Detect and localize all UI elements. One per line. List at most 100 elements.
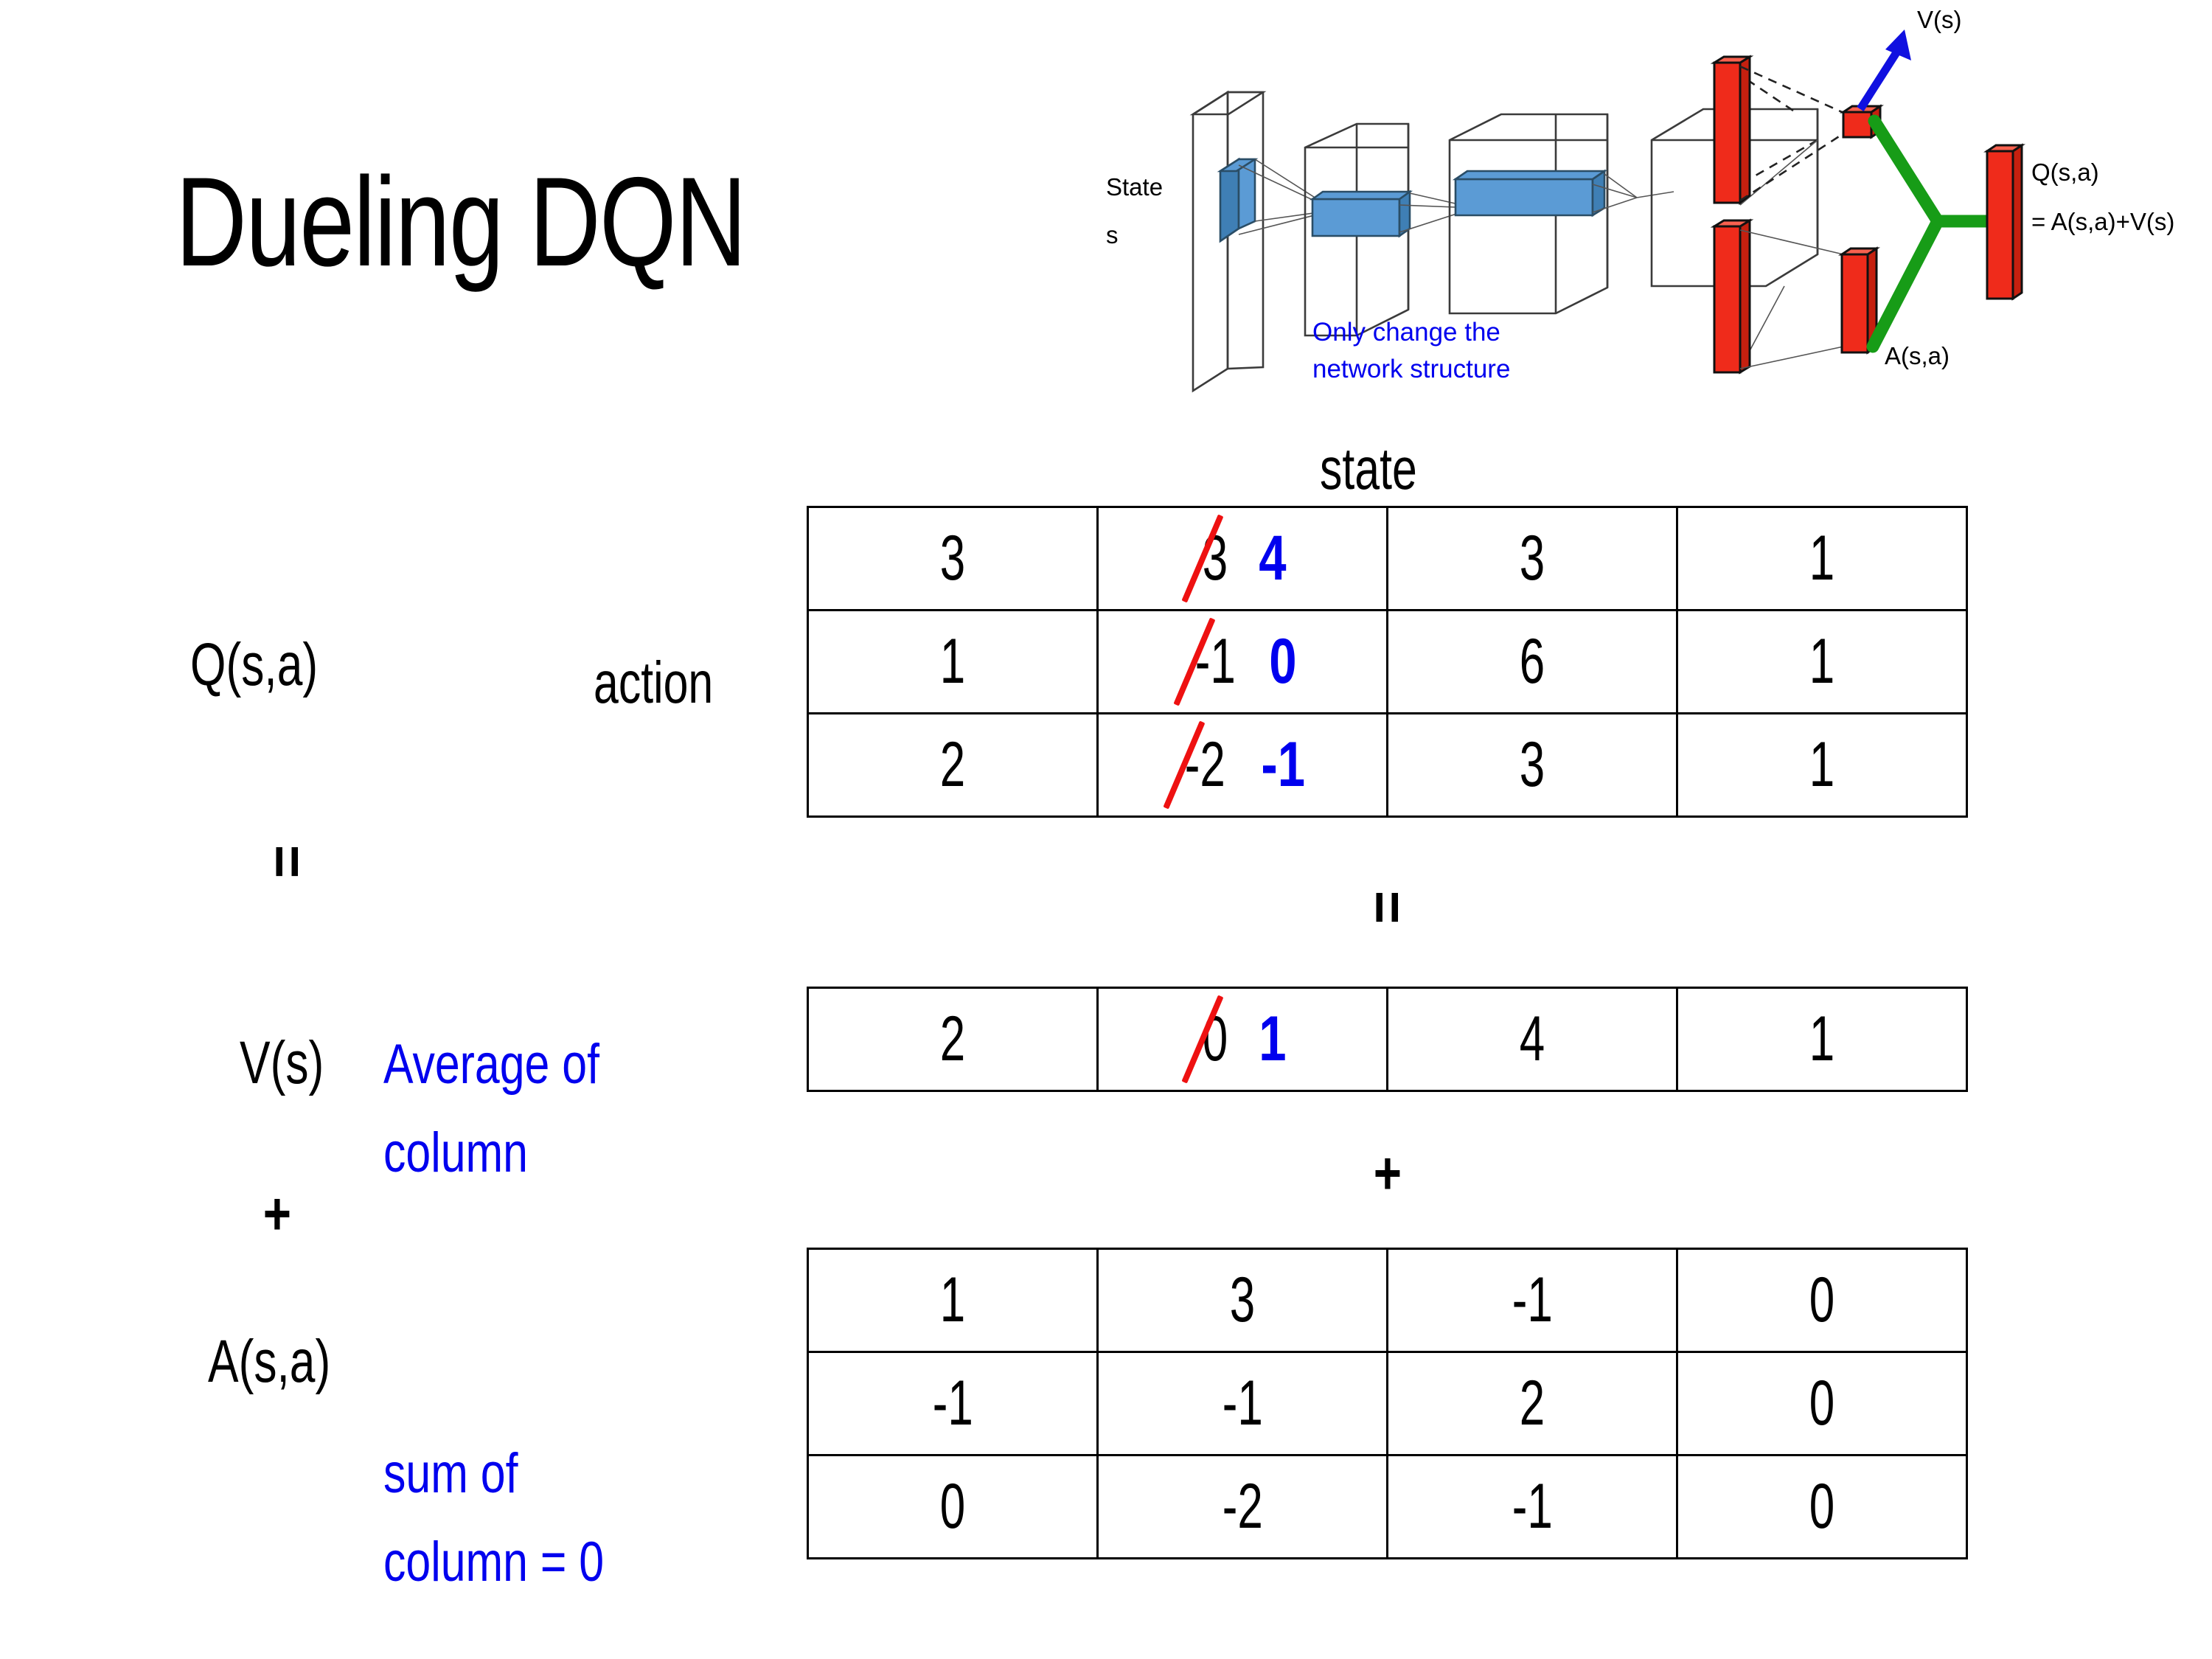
table-row: 1 3 -1 0 [807, 1248, 1968, 1353]
value-output-label: V(s) [1917, 6, 1962, 33]
q-function-label: Q(s,a) [190, 631, 319, 698]
table-cell: -1 [1386, 1248, 1678, 1353]
new-value: 0 [1269, 626, 1297, 697]
cell-value: 2 [939, 1004, 966, 1074]
cell-value: 1 [1809, 729, 1835, 800]
state-input-label-line1: State [1106, 173, 1163, 201]
struck-value: 3 [1181, 514, 1236, 603]
table-cell: 1 [1676, 506, 1968, 611]
cell-value: 3 [1229, 1265, 1256, 1335]
a-function-label: A(s,a) [208, 1328, 331, 1395]
equals-left-top: = [255, 844, 321, 874]
cell-value: 1 [1809, 523, 1835, 594]
table-cell: 1 [1676, 712, 1968, 818]
q-output-label-line1: Q(s,a) [2031, 159, 2099, 186]
table-cell: 0 [1676, 1454, 1968, 1559]
old-value: -2 [1184, 729, 1225, 800]
network-note-line1: Only change the [1312, 318, 1500, 347]
cell-value: 3 [1519, 729, 1545, 800]
a-note-line2: column = 0 [383, 1531, 605, 1593]
state-input-label-line2: s [1106, 221, 1119, 248]
cell-value: 3 [1519, 523, 1545, 594]
cell-value: 1 [1809, 626, 1835, 697]
table-row: 1 -1 0 6 1 [807, 609, 1968, 714]
table-cell: 1 [807, 1248, 1099, 1353]
conv-layer-2-slab-icon [1452, 169, 1608, 218]
cell-value: -1 [932, 1368, 973, 1439]
v-function-label: V(s) [240, 1029, 324, 1096]
table-cell: 3 [1386, 506, 1678, 611]
cell-value: 1 [939, 1265, 966, 1335]
cell-value: -1 [1512, 1265, 1553, 1335]
table-cell: 1 [1676, 609, 1968, 714]
new-value: -1 [1261, 729, 1306, 800]
value-output-arrow-icon [1857, 29, 1911, 111]
aggregation-green-link-icon [1866, 114, 1999, 353]
plus-left: + [262, 1180, 292, 1248]
cell-value: 0 [1809, 1265, 1835, 1335]
table-cell: 3 [1096, 1248, 1388, 1353]
table-row: -1 -1 2 0 [807, 1351, 1968, 1456]
plus-mid: + [1373, 1140, 1402, 1207]
advantage-stream-connections [1739, 229, 1844, 369]
struck-value: -1 [1173, 617, 1246, 706]
advantage-output-label: A(s,a) [1885, 342, 1950, 369]
cell-value: 3 [939, 523, 966, 594]
table-cell: 2 [807, 987, 1099, 1092]
table-cell: -2 [1096, 1454, 1388, 1559]
table-cell: 1 [807, 609, 1099, 714]
cell-value: 4 [1519, 1004, 1545, 1074]
cell-value: 0 [939, 1471, 966, 1542]
value-stream-bar-icon [1710, 55, 1754, 206]
cell-value: 2 [939, 729, 966, 800]
table-cell: 0 [1676, 1248, 1968, 1353]
struck-value: 0 [1181, 995, 1236, 1084]
cell-value: 6 [1519, 626, 1545, 697]
old-value: -1 [1194, 626, 1236, 697]
table-cell: 3 [1386, 712, 1678, 818]
table-cell: -1 [1096, 1351, 1388, 1456]
table-cell: 1 [1676, 987, 1968, 1092]
a-note-line1: sum of [383, 1442, 518, 1505]
struck-value: -2 [1163, 720, 1236, 810]
value-stream-connections [1739, 65, 1848, 202]
v-note-line1: Average of [383, 1033, 599, 1096]
new-value: 4 [1259, 523, 1287, 594]
table-cell: 0 [1676, 1351, 1968, 1456]
cell-value: -2 [1222, 1471, 1263, 1542]
table-cell: 2 [1386, 1351, 1678, 1456]
table-cell: -1 [807, 1351, 1099, 1456]
table-cell: 3 [807, 506, 1099, 611]
table-cell: 2 [807, 712, 1099, 818]
dueling-network-diagram: .ln{fill:none;stroke:#3b3b3b;stroke-widt… [1091, 0, 2212, 428]
new-value: 1 [1259, 1004, 1287, 1074]
input-receptive-field-icon [1217, 157, 1259, 243]
network-note-line2: network structure [1312, 355, 1510, 383]
cell-value: 1 [1809, 1004, 1835, 1074]
table-row: 2 -2 -1 3 1 [807, 712, 1968, 818]
table-cell: -2 -1 [1096, 712, 1388, 818]
cell-value: 2 [1519, 1368, 1545, 1439]
table-cell: 4 [1386, 987, 1678, 1092]
action-axis-header: action [594, 650, 714, 715]
equals-mid: = [1355, 890, 1421, 920]
q-output-label-line2: = A(s,a)+V(s) [2031, 208, 2174, 235]
cell-value: 0 [1809, 1368, 1835, 1439]
conv-layer-1-slab-icon [1309, 189, 1413, 238]
conv-layer-2-cube [1448, 113, 1609, 315]
q-output-bar-icon [1983, 143, 2025, 301]
v-note-line2: column [383, 1121, 528, 1184]
cell-value: 0 [1809, 1471, 1835, 1542]
input-plane-icon [1189, 90, 1267, 393]
